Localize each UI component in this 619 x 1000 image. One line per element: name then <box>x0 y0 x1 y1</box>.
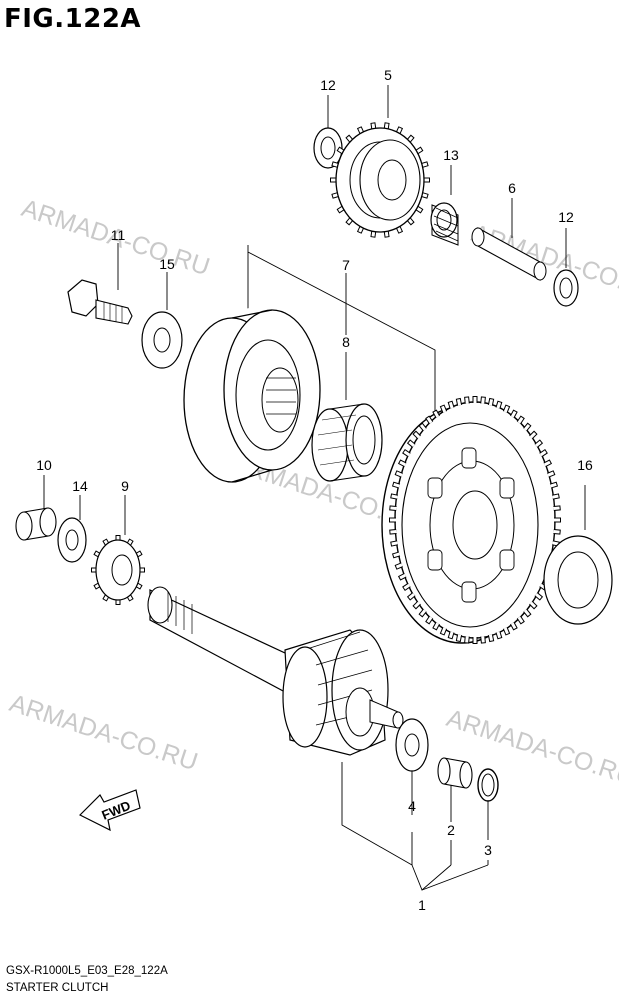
callout-9: 9 <box>121 478 129 494</box>
shaft-6 <box>471 227 547 281</box>
callout-3: 3 <box>484 842 492 858</box>
needle-bearing-13 <box>430 202 459 246</box>
callout-5: 5 <box>384 67 392 83</box>
callout-6: 6 <box>508 180 516 196</box>
callout-1: 1 <box>418 897 426 913</box>
callout-4: 4 <box>408 798 416 814</box>
callout-2: 2 <box>447 822 455 838</box>
roller-bearing-8 <box>311 403 383 482</box>
figure-name: STARTER CLUTCH <box>6 982 109 994</box>
bush-10 <box>15 507 57 541</box>
callout-12-right: 12 <box>558 209 574 225</box>
watermark-2: ARMADA-CO.RU <box>468 219 619 306</box>
gear-9 <box>91 535 145 605</box>
callout-15: 15 <box>159 256 175 272</box>
starter-clutch-housing <box>183 305 321 483</box>
callout-13: 13 <box>443 147 459 163</box>
callout-11: 11 <box>111 227 126 243</box>
starter-clutch-shaft-1 <box>147 586 404 756</box>
bush-2 <box>437 757 473 789</box>
callout-14: 14 <box>72 478 88 494</box>
callout-10: 10 <box>36 457 52 473</box>
bolt-11 <box>67 279 133 325</box>
callout-16: 16 <box>577 457 593 473</box>
callout-7: 7 <box>342 257 350 273</box>
watermark-4: ARMADA-CO.RU <box>6 689 201 776</box>
callout-12-top: 12 <box>320 77 336 93</box>
callout-labels: 12 5 13 6 12 11 15 7 8 16 10 14 9 4 2 3 … <box>36 67 593 913</box>
figure-title: FIG.122A <box>4 4 142 34</box>
leader-lines <box>43 85 586 891</box>
figure-code: GSX-R1000L5_E03_E28_122A <box>6 965 168 977</box>
gear-5 <box>330 122 430 238</box>
fwd-direction-arrow: FWD <box>78 789 141 832</box>
callout-8: 8 <box>342 334 350 350</box>
starter-driven-gear <box>381 396 561 644</box>
